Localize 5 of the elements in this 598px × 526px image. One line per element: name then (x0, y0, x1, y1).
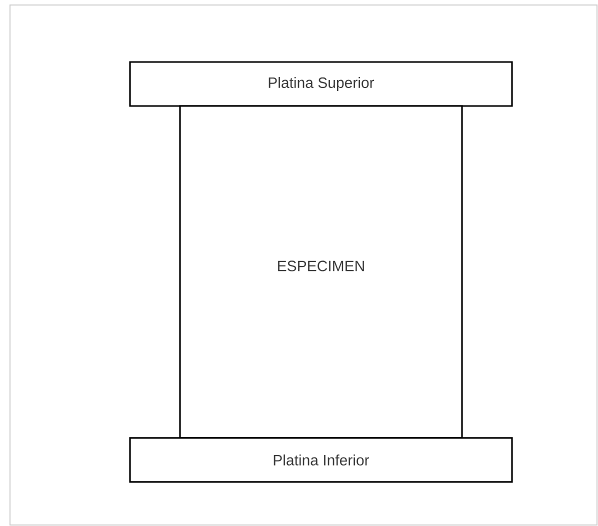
node-label: Platina Superior (268, 77, 374, 91)
plate-box (129, 61, 513, 107)
node-label: Platina Inferior (274, 454, 370, 466)
plate-box (129, 437, 513, 483)
node-label: ESPECIMEN (278, 260, 364, 272)
